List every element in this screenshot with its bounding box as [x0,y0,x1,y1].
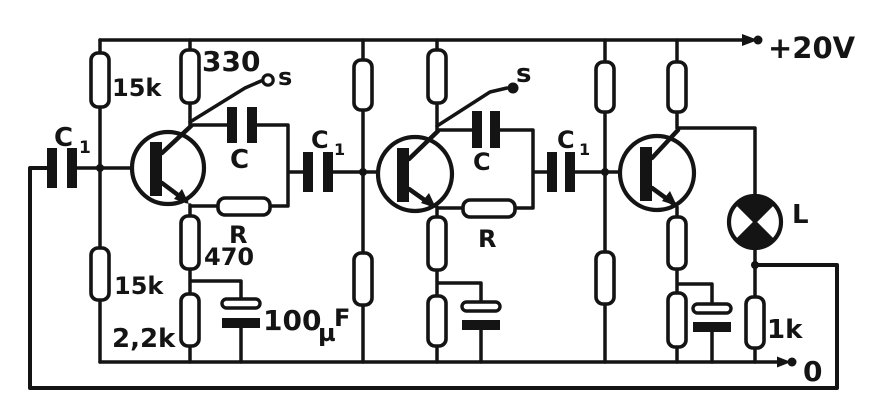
electrolytic-cap3-neg-plate [693,322,731,332]
stage-3: C 1 L 1k [547,38,809,364]
lamp: L [726,193,809,251]
zero-terminal-dot [787,357,797,367]
zero-arrow-icon [777,356,791,368]
coupling-cap3-sub: 1 [579,140,590,159]
stage2-wires [331,38,549,364]
coupling-cap1-plate [67,148,77,188]
electrolytic-value-label: 100 [263,304,321,337]
resistor-1k-label: 1k [767,315,803,345]
tap-wire [188,79,263,124]
resistor-15k-lower [89,246,111,302]
resistor-emitter3-upper [666,215,688,271]
feedback-cap2-plate [472,111,482,148]
transistor-3-collector [649,127,681,161]
transistor-3-base-bar [640,147,652,201]
transistor-1-body [129,129,207,207]
resistor-collector3 [666,60,688,114]
resistor-R1 [216,196,272,217]
junction-dot [359,168,367,176]
tap-s2-label: s [516,59,531,89]
transistor-1-base-bar [150,142,162,196]
lamp-label: L [792,200,809,230]
junction-dot [751,261,759,269]
coupling-cap3-plate [547,152,557,192]
resistor-330 [179,48,201,105]
stage1-wires [75,38,305,364]
resistor-bias3-lower [594,250,616,306]
electrolytic-unit-label: F [334,304,350,332]
feedback-loop-wire [28,166,839,390]
feedback-cap2-plate [490,111,500,148]
resistor-470 [179,214,201,271]
electrolytic-cap3-pos-plate [691,302,733,315]
resistor-15k-lower-label: 15k [114,272,164,300]
resistor-bias2-upper [352,58,374,112]
resistor-collector2 [426,48,448,105]
electrolytic-cap2-neg-plate [462,320,500,330]
transistor-2-base-bar [397,148,409,202]
transistor-2-body [375,134,455,214]
resistor-470-label: 470 [204,243,254,271]
supply-arrow-icon [742,34,758,46]
feedback-cap1-plate [227,107,237,143]
stage-1: C 1 15k 15k 330 s C R 470 2,2k 100 µ F [47,38,350,364]
coupling-cap2-sub: 1 [334,140,345,159]
resistor-emitter2-upper [426,215,448,272]
resistor-bias2-lower [352,251,374,307]
zero-volt-rail: 0 [98,355,822,388]
electrolytic-mu-label: µ [318,319,336,347]
resistor-2k2-label: 2,2k [112,324,176,354]
tap-wire [435,86,509,128]
coupling-cap1-sub: 1 [79,138,91,158]
resistor-bias3-upper [594,60,616,114]
positive-supply-rail: +20V [98,31,856,65]
resistor-emitter3-lower [666,291,688,349]
coupling-cap2-label: C [311,126,329,154]
coupling-cap1-label: C [54,123,73,153]
resistor-R1-label: R [229,221,247,249]
resistor-15k-upper-label: 15k [112,74,162,102]
supply-positive-label: +20V [768,31,856,65]
feedback-cap2-label: C [473,148,491,176]
junction-dot [96,164,104,172]
electrolytic-cap1-neg-plate [222,318,260,328]
resistor-R2 [461,198,517,219]
tap-s1-label: s [278,63,292,91]
resistor-15k-upper [89,51,111,109]
tap-terminal-s1 [261,73,275,87]
transistor-2-emitter-arrow-icon [421,193,436,208]
transistor-3-body [617,133,697,213]
feedback-cap1-label: C [230,145,249,175]
transistor-1-emitter-arrow-icon [174,189,189,204]
stage-2: C 1 s C R [303,38,549,364]
coupling-cap2-plate [303,152,313,192]
coupling-cap3-plate [565,152,575,192]
transistor-1-collector [159,123,194,156]
coupling-cap2-plate [323,152,333,192]
supply-zero-label: 0 [803,355,822,388]
transistor-1 [129,123,207,207]
resistor-emitter2-lower [426,294,448,348]
coupling-cap3-label: C [557,126,575,154]
lamp-cross-icon [735,202,775,242]
lamp-top-wedge [736,195,774,222]
tap-terminal-s2 [507,82,519,94]
lamp-bottom-wedge [736,222,774,249]
transistor-3-emitter-arrow-icon [662,191,677,206]
resistor-1k [744,295,766,350]
supply-terminal-dot [753,35,763,45]
junction-dot [601,168,609,176]
transistor-2 [375,128,455,214]
electrolytic-cap1-pos-plate [220,297,262,310]
resistor-330-label: 330 [202,45,260,78]
coupling-cap1-plate [47,148,57,188]
electrolytic-cap2-pos-plate [460,300,502,313]
resistor-R2-label: R [478,225,496,253]
resistor-2k2 [179,292,201,348]
transistor-2-collector [406,128,441,162]
feedback-cap1-plate [247,107,257,143]
transistor-3 [617,127,697,213]
